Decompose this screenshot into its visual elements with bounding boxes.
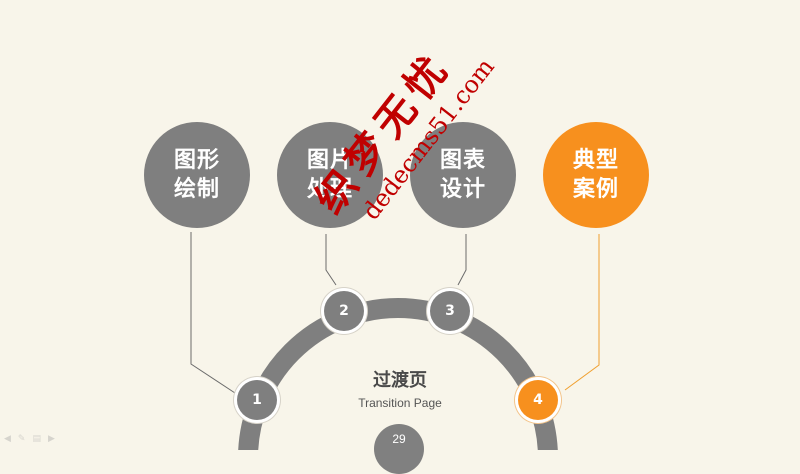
- page-number: 29: [374, 424, 424, 474]
- topic-1-line2: 绘制: [173, 177, 220, 202]
- step-2-number: 2: [339, 303, 349, 319]
- prev-arrow-icon[interactable]: ◀: [4, 434, 11, 444]
- step-node-3[interactable]: 3: [430, 291, 470, 331]
- step-node-2[interactable]: 2: [324, 291, 364, 331]
- step-4-number: 4: [533, 392, 543, 408]
- slide: 图形 绘制 图片 处理 图表 设计 典型 案例 1 2 3 4 过渡页 Tran…: [4, 42, 649, 474]
- slideshow-nav: ◀ ✎ ▤ ▶: [4, 434, 55, 444]
- topic-3-line1: 图表: [439, 148, 486, 173]
- topic-2-line1: 图片: [306, 148, 353, 173]
- connector-4: [564, 234, 600, 391]
- pen-icon[interactable]: ✎: [17, 434, 26, 444]
- topic-1-line1: 图形: [173, 148, 220, 173]
- topic-circle-1[interactable]: 图形 绘制: [144, 122, 250, 228]
- center-title: 过渡页: [373, 370, 427, 391]
- topic-circle-4[interactable]: 典型 案例: [543, 122, 649, 228]
- step-1-number: 1: [252, 392, 262, 408]
- next-arrow-icon[interactable]: ▶: [47, 434, 55, 444]
- step-3-number: 3: [445, 303, 455, 319]
- connector-2: [325, 234, 337, 286]
- topic-circle-2[interactable]: 图片 处理: [277, 122, 383, 228]
- connector-1: [190, 232, 236, 394]
- center-subtitle: Transition Page: [358, 396, 442, 410]
- connector-3: [457, 234, 467, 286]
- step-node-4[interactable]: 4: [518, 380, 558, 420]
- topic-4-line1: 典型: [572, 148, 619, 173]
- topic-2-line2: 处理: [306, 177, 353, 202]
- topic-3-line2: 设计: [439, 177, 486, 202]
- arc-diagram: [190, 232, 600, 450]
- menu-icon[interactable]: ▤: [32, 434, 41, 444]
- topic-4-line2: 案例: [572, 177, 619, 202]
- topic-circle-3[interactable]: 图表 设计: [410, 122, 516, 228]
- step-node-1[interactable]: 1: [237, 380, 277, 420]
- main-arc: [238, 298, 558, 450]
